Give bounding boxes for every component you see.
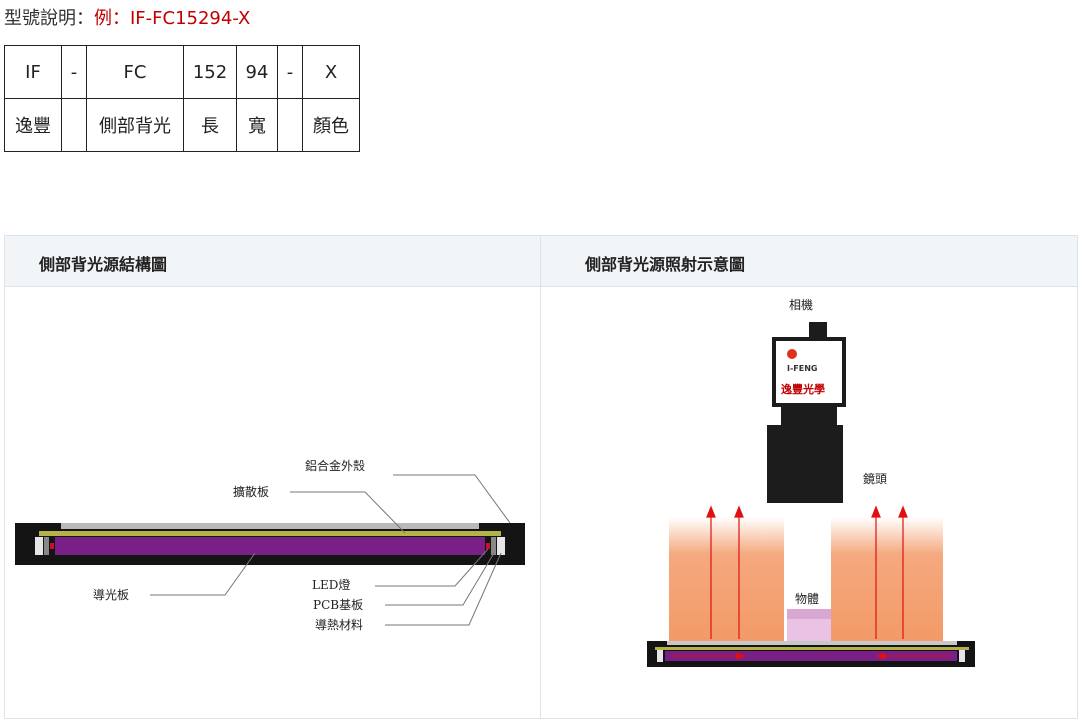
structure-diagram-title: 側部背光源結構圖 bbox=[39, 255, 168, 274]
camera-body-shape bbox=[772, 337, 846, 407]
model-prefix: 型號說明： bbox=[4, 8, 94, 29]
backlight-top-rim-shape bbox=[667, 641, 957, 645]
arrow-head-icon bbox=[871, 505, 881, 518]
housing-label: 鋁合金外殼 bbox=[305, 458, 365, 473]
diffuser-plate-shape bbox=[39, 531, 501, 536]
backlight-led-right-shape bbox=[959, 650, 965, 662]
brand-latin-text: I-FENG bbox=[787, 364, 818, 373]
pcb-right-shape bbox=[491, 537, 496, 555]
pcb-left-shape bbox=[44, 537, 49, 555]
pcb-leader-line bbox=[385, 552, 495, 606]
light-guide-leader-line bbox=[150, 552, 256, 596]
model-example: 例：IF-FC15294-X bbox=[94, 8, 251, 29]
pcb-label: PCB基板 bbox=[313, 598, 363, 612]
panel-header bbox=[5, 236, 1077, 287]
arrow-head-icon bbox=[898, 505, 908, 518]
arrow-head-icon bbox=[875, 652, 886, 660]
led-leader-line bbox=[375, 548, 489, 587]
backlight-diffuser-shape bbox=[655, 647, 969, 650]
meaning-cell: 側部背光 bbox=[86, 98, 184, 152]
code-cell: 152 bbox=[183, 45, 237, 99]
housing-leader-line bbox=[393, 474, 511, 524]
code-cell: X bbox=[302, 45, 360, 99]
led-left-shape bbox=[50, 543, 54, 549]
light-guide-label: 導光板 bbox=[93, 588, 129, 602]
led-label: LED燈 bbox=[312, 577, 350, 592]
structure-diagram: 鋁合金外殼 擴散板 導光板 LED燈 PCB基板 導熱材料 bbox=[15, 458, 525, 632]
model-description: 型號說明：例：IF-FC15294-X bbox=[4, 4, 250, 30]
arrow-head-icon bbox=[736, 652, 747, 660]
lens-mount-shape bbox=[781, 405, 837, 425]
model-code-table: IF - FC 152 94 - X 逸豐 側部背光 長 寬 顏色 bbox=[4, 45, 360, 152]
brand-logo-icon bbox=[787, 349, 797, 359]
backlight-light-guide-shape bbox=[665, 651, 957, 661]
camera-label: 相機 bbox=[789, 297, 813, 312]
thermal-material-right-shape bbox=[497, 537, 505, 555]
thermal-material-left-shape bbox=[35, 537, 43, 555]
housing-top-rim-shape bbox=[61, 523, 479, 529]
light-glow-left-shape bbox=[669, 517, 784, 641]
illumination-diagram: 相機 I-FENG 逸豐光學 鏡頭 物體 bbox=[647, 297, 975, 667]
thermal-leader-line bbox=[385, 552, 502, 626]
table-row-meanings: 逸豐 側部背光 長 寬 顏色 bbox=[4, 98, 360, 152]
meaning-cell: 顏色 bbox=[302, 98, 360, 152]
light-glow-right-shape bbox=[831, 517, 943, 641]
arrow-head-icon bbox=[734, 505, 744, 518]
brand-chinese-text: 逸豐光學 bbox=[781, 382, 825, 396]
code-cell: FC bbox=[86, 45, 184, 99]
code-cell: 94 bbox=[236, 45, 278, 99]
diagram-panel: 側部背光源結構圖 側部背光源照射示意圖 鋁合金外殼 擴散板 導光板 bbox=[4, 235, 1078, 719]
meaning-cell bbox=[277, 98, 303, 152]
lens-label: 鏡頭 bbox=[863, 471, 887, 486]
led-right-shape bbox=[486, 543, 490, 549]
meaning-cell: 逸豐 bbox=[4, 98, 62, 152]
arrow-head-icon bbox=[706, 505, 716, 518]
object-top-shape bbox=[787, 609, 831, 619]
panel-divider bbox=[540, 236, 541, 718]
diffuser-leader-line bbox=[290, 491, 406, 534]
camera-connector-shape bbox=[809, 322, 827, 339]
code-cell: - bbox=[61, 45, 87, 99]
meaning-cell: 寬 bbox=[236, 98, 278, 152]
meaning-cell: 長 bbox=[183, 98, 237, 152]
diffuser-label: 擴散板 bbox=[233, 484, 269, 499]
code-cell: IF bbox=[4, 45, 62, 99]
thermal-label: 導熱材料 bbox=[315, 618, 363, 632]
light-guide-plate-shape bbox=[55, 537, 485, 555]
code-cell: - bbox=[277, 45, 303, 99]
table-row-codes: IF - FC 152 94 - X bbox=[4, 45, 360, 99]
meaning-cell bbox=[61, 98, 87, 152]
backlight-led-left-shape bbox=[657, 650, 663, 662]
object-label: 物體 bbox=[795, 592, 819, 606]
lens-shape bbox=[767, 425, 843, 503]
illumination-diagram-title: 側部背光源照射示意圖 bbox=[585, 255, 746, 274]
